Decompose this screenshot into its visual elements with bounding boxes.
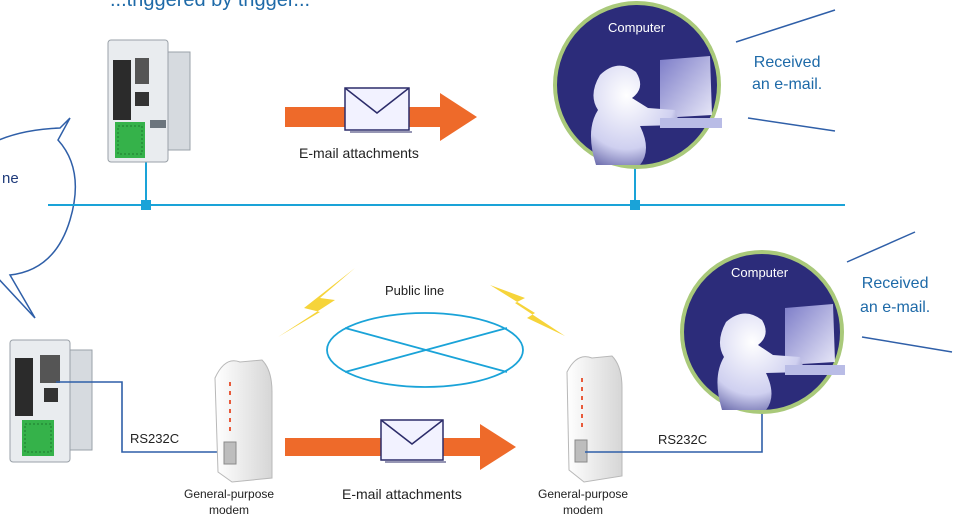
rs232c-label-right: RS232C <box>658 432 708 447</box>
computer-icon-bottom <box>680 250 845 414</box>
modem-left-line1: General-purpose <box>184 487 275 501</box>
bubble-text-fragment: ne <box>2 170 19 187</box>
received-top-line2: an e-mail. <box>752 76 823 93</box>
junction-node-right <box>630 200 640 210</box>
rs232c-cable-right <box>585 412 763 453</box>
lightning-left <box>278 268 355 337</box>
speech-bubble <box>0 117 77 319</box>
computer-label-bottom: Computer <box>731 265 789 280</box>
rs232c-cable-left <box>56 381 222 453</box>
modem-label-right: General-purpose modem <box>538 486 628 518</box>
received-top-line1: Received <box>753 54 821 71</box>
rs232c-label-left: RS232C <box>130 431 180 446</box>
modem-right-line2: modem <box>563 503 604 517</box>
computer-icon-top <box>553 1 722 169</box>
top-partial-text: ...triggered by trigger... <box>110 0 311 11</box>
lightning-right <box>490 285 565 336</box>
received-bottom-line1: Received <box>861 275 929 292</box>
envelope-icon-bottom <box>380 419 446 463</box>
received-email-top: Received an e-mail. <box>752 52 822 96</box>
modem-left <box>214 359 273 483</box>
modem-right-line1: General-purpose <box>538 487 629 501</box>
computer-label-top: Computer <box>608 20 666 35</box>
received-email-bottom: Received an e-mail. <box>860 272 930 320</box>
modem-label-left: General-purpose modem <box>184 486 274 518</box>
envelope-icon-top <box>344 87 412 133</box>
received-bottom-line2: an e-mail. <box>860 299 931 316</box>
public-line-label: Public line <box>385 283 445 298</box>
plc-unit-top <box>107 39 191 163</box>
junction-node-left <box>141 200 151 210</box>
email-attachments-label-top: E-mail attachments <box>299 145 419 161</box>
modem-right <box>566 355 623 483</box>
email-attachments-label-bottom: E-mail attachments <box>342 486 462 502</box>
plc-unit-bottom <box>9 339 93 463</box>
modem-left-line2: modem <box>209 503 250 517</box>
public-line-network <box>326 312 524 388</box>
